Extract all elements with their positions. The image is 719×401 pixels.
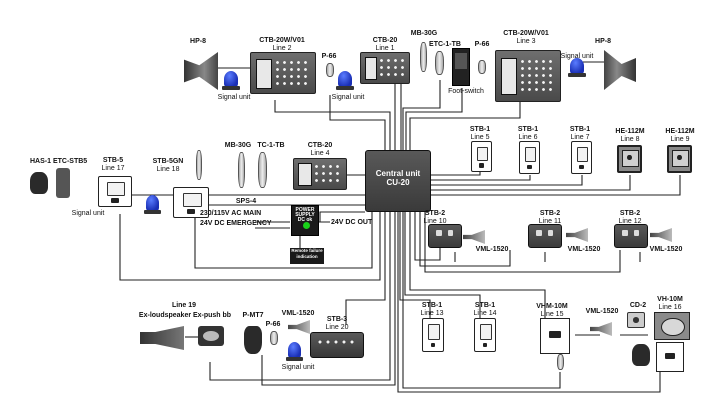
vml1520-a-label: VML-1520 [475,246,509,253]
stb2-line11-box [528,224,562,248]
vml1520-c-label: VML-1520 [649,246,683,253]
central-unit: Central unit CU-20 [365,150,431,212]
p66-bottom-label: P-66 [265,321,281,328]
signal-unit-1-label: Signal unit [217,94,251,101]
line19-label: Line 19 [171,302,197,309]
stb1-line5-box [471,141,492,172]
power-supply-unit: POWER SUPPLY DC ok [291,205,319,236]
dc-out-label: 24V DC OUT [331,219,373,226]
ctb20wv01-line2-panel [250,52,316,94]
ex-loudspeaker-label: Ex-loudspeaker [138,312,192,319]
pmt7-label: P-MT7 [242,312,264,319]
stb1-line7-box [571,141,592,174]
mb30g-mid-mic-icon [238,152,245,188]
remote-failure-indication-box: Remote failure indication [290,248,324,264]
signal-unit-4-label: Signal unit [71,210,105,217]
vh10m-headset-icon [632,344,650,366]
vml1520-b-label: VML-1520 [567,246,601,253]
stb1-line6-box [519,141,540,174]
stb2-line12-box [614,224,648,248]
p66-top-left-handset-icon [326,63,334,77]
vh10m-speaker-box [654,312,690,340]
stb5gn-line18-box [173,187,209,218]
mb30g-top-mic-icon [420,42,427,72]
stb1-line13-box [422,318,444,352]
pmt7-phone-icon [244,326,262,354]
etc-stb5-mic-icon [56,168,70,198]
signal-unit-5-label: Signal unit [281,364,315,371]
stb3-line20-box [310,332,364,358]
p66-top-right-label: P-66 [474,41,490,48]
central-unit-model: CU-20 [386,178,410,187]
cd2-box [627,312,645,328]
signal-unit-2-label: Signal unit [331,94,365,101]
ctb20wv01-line3-panel [495,50,561,102]
cd2-label: CD-2 [629,302,647,309]
he112m-line9-box [667,145,692,173]
foot-switch-label: Foot-switch [448,88,484,95]
p66-top-right-handset-icon [478,60,486,74]
signal-unit-1-icon [222,71,240,90]
central-unit-label: Central unit [375,169,421,178]
ac-main-label: 230/115V AC MAIN [200,210,262,217]
hp8-left-label: HP-8 [190,38,206,45]
stb2-line10-box [428,224,462,248]
he112m-line8-box [617,145,642,173]
signal-unit-3-label: Signal unit [560,53,594,60]
vhm10m-handset-icon [557,354,564,370]
vml1520-bottom-label: VML-1520 [281,310,315,317]
stb5-line17-box [98,176,132,207]
vml1520-vhm-label: VML-1520 [585,308,619,315]
ex-push-button-icon [198,326,224,346]
signal-unit-stb5gn-icon [144,195,161,214]
signal-unit-2-icon [336,71,354,90]
dc-ok-led-icon [303,221,311,229]
etc1tb-top-mic-icon [435,51,444,75]
etc1tb-top-label: ETC-1-TB [429,41,461,48]
sps4-label: SPS-4 [235,198,257,205]
mb30g-top-label: MB-30G [410,30,438,37]
tc1tb-mid-label: TC-1-TB [257,142,285,149]
ctb20-line4-panel [293,158,347,190]
ex-push-bb-label: Ex-push bb [192,312,232,319]
hp8-right-label: HP-8 [595,38,611,45]
p66-top-left-label: P-66 [321,53,337,60]
has1-headset-icon [30,172,48,194]
tc1tb-mid-mic-icon [258,152,267,188]
vh10m-handset-box [656,342,684,372]
mb30g-mid-label: MB-30G [224,142,252,149]
foot-switch-icon [452,48,470,86]
has1-etcstb5-label: HAS-1 ETC-STB5 [30,158,88,165]
signal-unit-5-icon [286,342,303,361]
signal-unit-3-icon [568,58,586,77]
ctb20-line1-panel [360,52,410,84]
dc-emergency-label: 24V DC EMERGENCY [200,220,272,227]
p66-bottom-handset-icon [270,331,278,345]
stb5gn-mic-icon [196,150,202,180]
stb1-line14-box [474,318,496,352]
vhm10m-line15-box [540,318,570,354]
